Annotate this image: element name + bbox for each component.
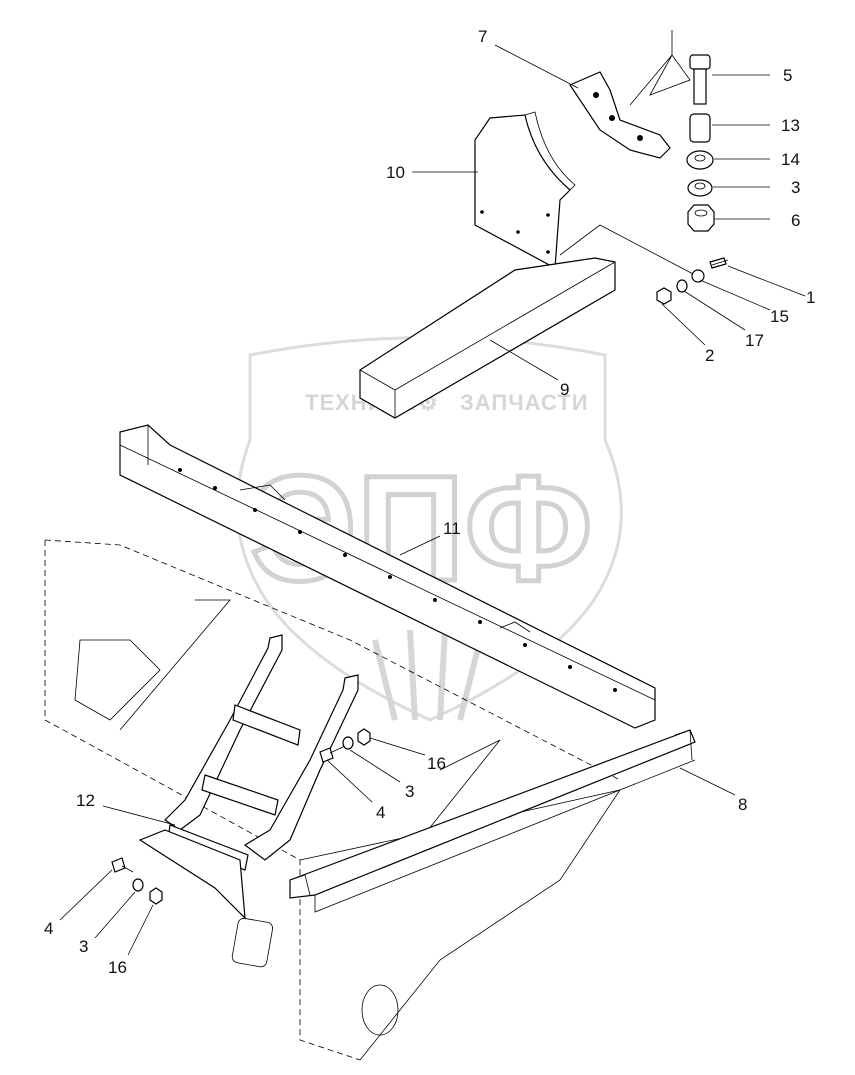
part-11-frame-beam <box>119 424 656 729</box>
callout-labels: 7 5 13 14 3 6 10 1 15 17 2 9 11 16 3 4 8… <box>44 27 815 977</box>
part-17-washer <box>676 279 688 293</box>
callout-3-top: 3 <box>791 178 800 197</box>
callout-15: 15 <box>770 307 789 326</box>
part-6-nut <box>687 204 715 232</box>
part-3-washer-top <box>687 179 713 197</box>
callout-9: 9 <box>560 380 569 399</box>
part-9-beam <box>359 224 696 419</box>
callout-7: 7 <box>478 27 487 46</box>
callout-16-mid: 16 <box>427 754 446 773</box>
callout-8: 8 <box>738 795 747 814</box>
part-7-bracket <box>569 30 691 159</box>
part-14-washer <box>686 150 714 170</box>
callout-16-low: 16 <box>108 958 127 977</box>
callout-14: 14 <box>781 150 800 169</box>
part-13-bushing <box>689 113 711 143</box>
part-15-washer <box>691 269 705 283</box>
callout-1: 1 <box>806 288 815 307</box>
callout-3-mid: 3 <box>405 782 414 801</box>
part-16-nut-mid <box>357 728 371 746</box>
callout-4-low: 4 <box>44 919 53 938</box>
part-2-nut <box>656 287 672 305</box>
callout-17: 17 <box>745 331 764 350</box>
callout-4-mid: 4 <box>376 803 385 822</box>
watermark-brand-right: ЗАПЧАСТИ <box>460 390 589 415</box>
watermark-wheat-icon <box>372 629 483 721</box>
leader-lines <box>59 44 806 956</box>
callout-5: 5 <box>783 66 792 85</box>
part-4-bolt-low <box>111 857 134 873</box>
part-8-rail <box>289 729 696 913</box>
part-5-bolt <box>689 54 711 105</box>
callout-13: 13 <box>781 116 800 135</box>
part-10-plate <box>474 111 576 269</box>
callout-3-low: 3 <box>79 937 88 956</box>
callout-11: 11 <box>443 519 461 538</box>
callout-10: 10 <box>386 163 405 182</box>
callout-12: 12 <box>76 791 95 810</box>
callout-2: 2 <box>705 346 714 365</box>
part-16-nut-low <box>149 887 163 905</box>
part-12-ladder <box>138 634 359 920</box>
part-1-bolt <box>709 257 729 269</box>
part-3-washer-low <box>132 878 144 892</box>
part-4-bolt-mid <box>319 745 346 763</box>
part-3-washer-mid <box>342 736 354 750</box>
callout-6: 6 <box>791 211 800 230</box>
